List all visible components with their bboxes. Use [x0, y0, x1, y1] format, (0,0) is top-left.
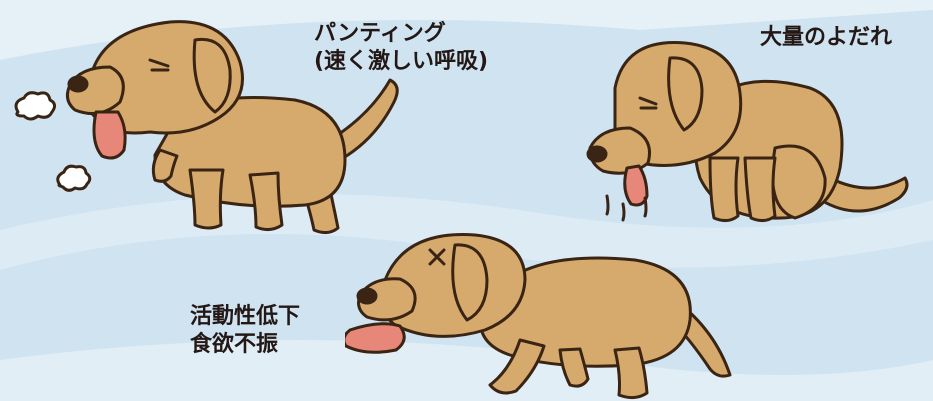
panting-label-line2: (速く激しい呼吸) — [314, 49, 489, 74]
lethargy-label: 活動性低下 食欲不振 — [190, 303, 300, 359]
panting-label-line1: パンティング — [314, 21, 446, 46]
lethargy-label-line1: 活動性低下 — [190, 304, 301, 329]
breath-puff-icon — [14, 91, 57, 121]
breath-puff-icon — [56, 164, 92, 192]
panting-label: パンティング (速く激しい呼吸) — [314, 20, 488, 76]
lethargy-label-line2: 食欲不振 — [190, 332, 279, 357]
dizzy-eye-icon — [428, 248, 446, 266]
drool-drops-icon — [605, 194, 648, 222]
lethargic-dog — [345, 233, 732, 400]
drooling-dog — [586, 41, 909, 223]
drooling-label: 大量のよだれ — [760, 25, 893, 50]
panting-dog — [14, 20, 399, 235]
